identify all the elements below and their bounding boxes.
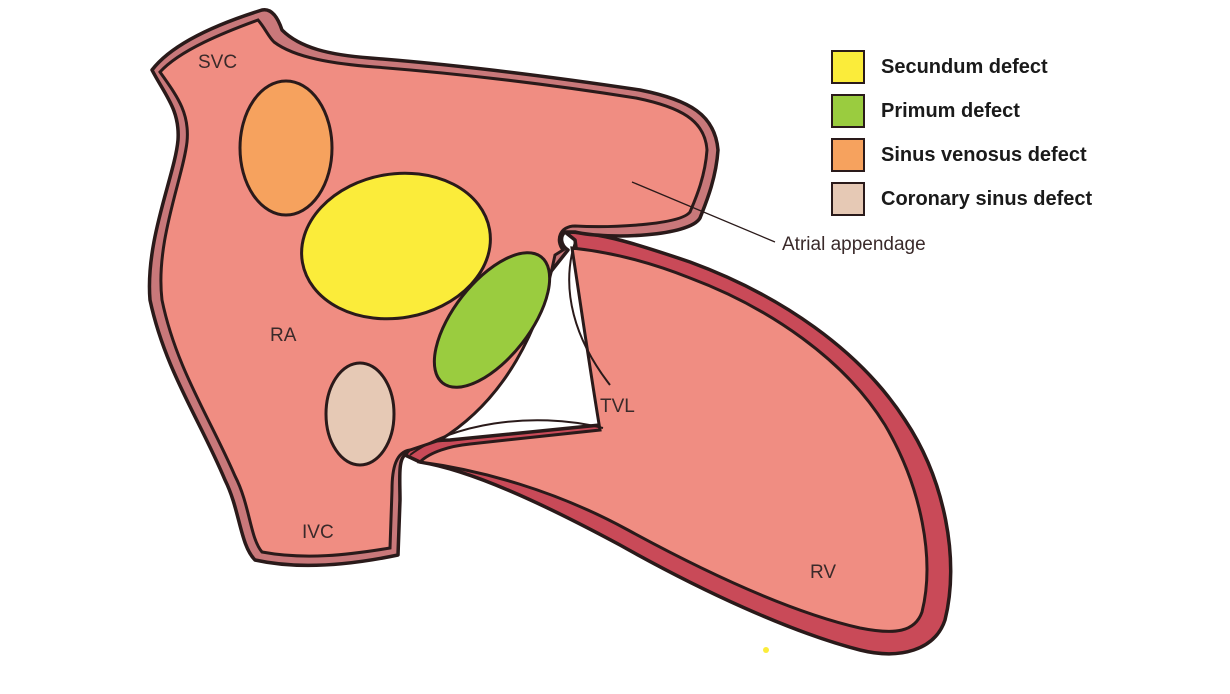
primum-defect	[432, 251, 552, 389]
tvl-leaflet-lower	[409, 419, 604, 456]
label-tvl: TVL	[600, 396, 635, 417]
legend-swatch-coronary-sinus	[831, 182, 865, 216]
legend-swatch-sinus-venosus	[831, 138, 865, 172]
secundum-defect	[300, 171, 492, 321]
marker-dot	[763, 647, 769, 653]
legend-label-primum: Primum defect	[881, 100, 1020, 122]
right-ventricle	[416, 246, 929, 633]
legend-label-secundum: Secundum defect	[881, 56, 1048, 78]
coronary-sinus-defect	[324, 361, 396, 467]
sinus-venosus-defect	[238, 79, 334, 217]
label-svc: SVC	[198, 52, 237, 73]
legend-swatch-primum	[831, 94, 865, 128]
tvl-leaflet-upper	[568, 241, 611, 386]
legend-label-coronary-sinus: Coronary sinus defect	[881, 188, 1093, 210]
label-ivc: IVC	[302, 522, 334, 543]
legend-swatch-secundum	[831, 50, 865, 84]
legend-label-sinus-venosus: Sinus venosus defect	[881, 144, 1087, 166]
legend: Secundum defect Primum defect Sinus veno…	[831, 50, 1093, 216]
label-rv: RV	[810, 562, 836, 583]
label-ra: RA	[270, 325, 297, 346]
atrial-appendage-leader	[631, 181, 776, 243]
label-atrial-appendage: Atrial appendage	[782, 234, 926, 255]
